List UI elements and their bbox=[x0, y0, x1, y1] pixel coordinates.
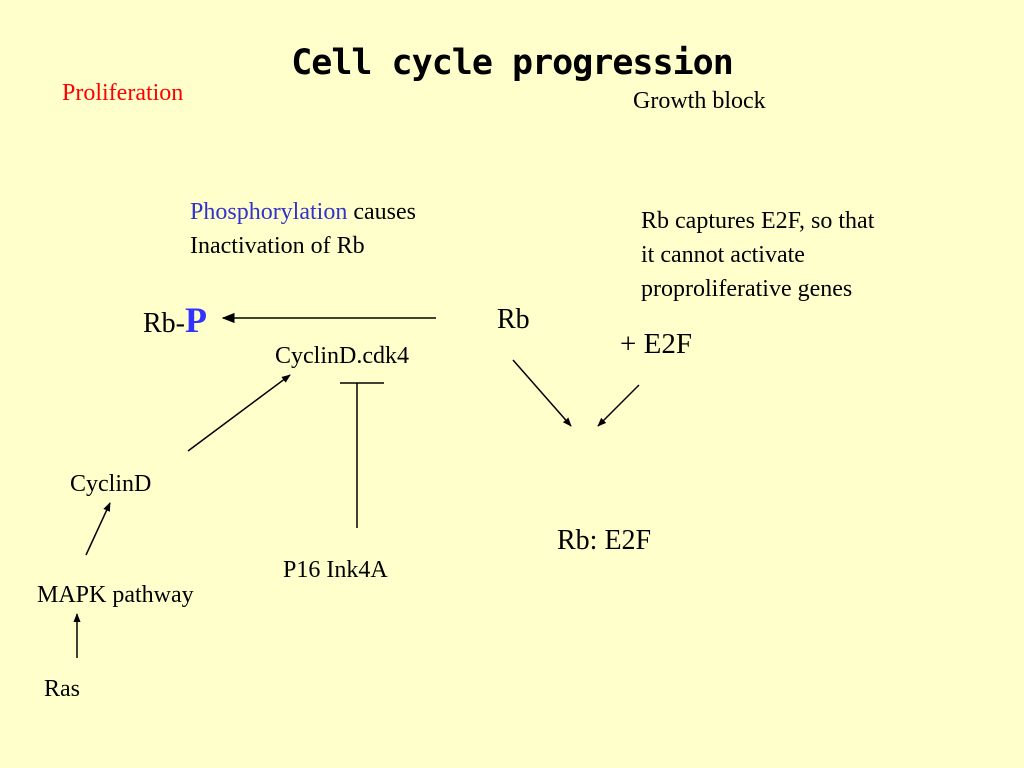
cyclind-label: CyclinD bbox=[70, 471, 152, 497]
phosphorylation-note-line1: Phosphorylation causes bbox=[190, 200, 416, 224]
rb-prefix: Rb- bbox=[143, 308, 185, 339]
rb-captures-line2: it cannot activate bbox=[641, 242, 805, 268]
rb-captures-line1: Rb captures E2F, so that bbox=[641, 208, 875, 234]
p16-ink4a-label: P16 Ink4A bbox=[283, 557, 388, 583]
mapk-pathway-label: MAPK pathway bbox=[37, 582, 194, 608]
causes-word: causes bbox=[347, 199, 416, 225]
rb-captures-line3: proproliferative genes bbox=[641, 276, 853, 302]
e2f-to-complex-arrow bbox=[597, 384, 640, 427]
phospho-rb-label: Rb-P bbox=[143, 302, 207, 338]
cyclind-to-complex-arrow bbox=[187, 374, 291, 452]
growth-block-label: Growth block bbox=[633, 88, 766, 114]
phosphate-symbol: P bbox=[185, 300, 207, 340]
rb-to-complex-arrow bbox=[512, 359, 572, 427]
phosphorylation-word: Phosphorylation bbox=[190, 199, 348, 225]
rb-e2f-complex-label: Rb: E2F bbox=[557, 525, 652, 556]
ras-label: Ras bbox=[44, 676, 80, 702]
mapk-to-cyclind-arrow bbox=[85, 502, 111, 556]
inactivation-label: Inactivation of Rb bbox=[190, 233, 365, 259]
page-title: Cell cycle progression bbox=[291, 43, 734, 83]
proliferation-label: Proliferation bbox=[62, 80, 184, 106]
cyclind-cdk4-label: CyclinD.cdk4 bbox=[275, 343, 409, 369]
rb-label: Rb bbox=[497, 304, 530, 335]
plus-e2f-label: + E2F bbox=[620, 328, 692, 360]
